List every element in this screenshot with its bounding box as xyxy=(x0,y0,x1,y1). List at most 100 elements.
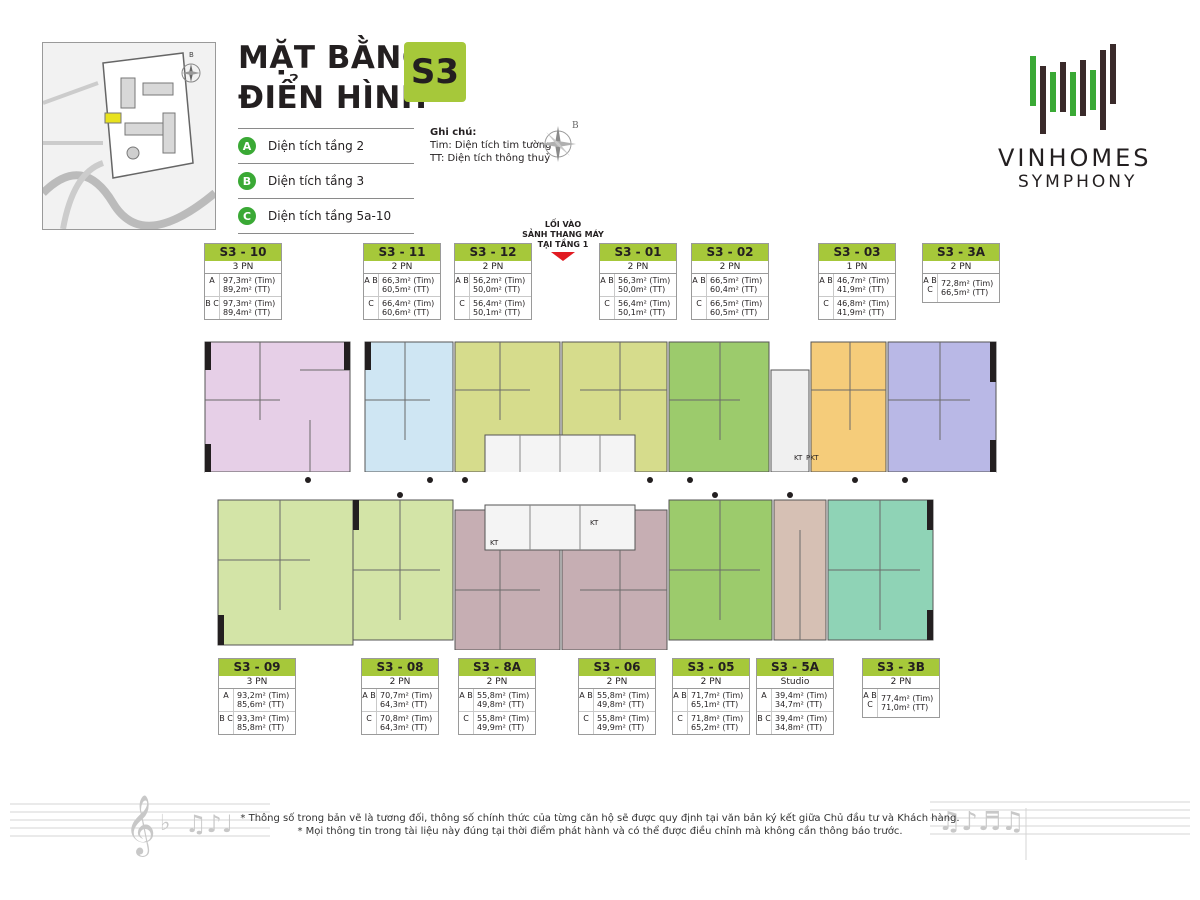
compass-label: B xyxy=(572,121,579,131)
area-tt: 49,9m² (TT) xyxy=(477,723,525,732)
area-tim: 70,7m² (Tim) xyxy=(380,691,433,700)
area-tt: 64,3m² (TT) xyxy=(380,700,428,709)
area-tt: 50,1m² (TT) xyxy=(473,308,521,317)
area-tt: 49,9m² (TT) xyxy=(597,723,645,732)
unit-id: S3 - 02 xyxy=(692,244,768,261)
music-staff-left-icon: 𝄞 ♭ ♫♪♩ xyxy=(0,780,270,860)
area-tt: 71,0m² (TT) xyxy=(881,703,929,712)
row-floors: A B xyxy=(459,689,474,711)
area-tim: 55,8m² (Tim) xyxy=(477,714,530,723)
row-floors: A B C xyxy=(923,274,938,302)
area-tt: 34,8m² (TT) xyxy=(775,723,823,732)
notes-line-1: Tim: Diện tích tim tường xyxy=(430,140,552,151)
area-tt: 50,1m² (TT) xyxy=(618,308,666,317)
area-tim: 55,8m² (Tim) xyxy=(477,691,530,700)
area-tim: 46,8m² (Tim) xyxy=(837,299,890,308)
site-map-thumbnail: B xyxy=(42,42,216,230)
area-tt: 65,1m² (TT) xyxy=(691,700,739,709)
plan-stair-top xyxy=(770,369,810,473)
site-map-compass-icon xyxy=(181,63,201,83)
row-floors: A B xyxy=(819,274,834,296)
area-tim: 93,3m² (Tim) xyxy=(237,714,290,723)
row-floors: C xyxy=(819,297,834,319)
core-label-pkt: PKT xyxy=(806,454,819,462)
row-floors: A B C xyxy=(863,689,878,717)
disclaimer-line-2: * Mọi thông tin trong tài liệu này đúng … xyxy=(297,826,903,837)
row-floors: A B xyxy=(364,274,379,296)
door-marker-icon xyxy=(462,477,468,483)
site-map-compass-label: B xyxy=(189,51,194,59)
area-tt: 64,3m² (TT) xyxy=(380,723,428,732)
page-title: MẶT BẰNG ĐIỂN HÌNH xyxy=(238,38,428,118)
legend-circle-icon: A xyxy=(238,137,256,155)
area-tt: 66,5m² (TT) xyxy=(941,288,989,297)
unit-id: S3 - 5A xyxy=(757,659,833,676)
unit-type: 2 PN xyxy=(364,261,440,274)
door-marker-icon xyxy=(687,477,693,483)
door-marker-icon xyxy=(712,492,718,498)
door-marker-icon xyxy=(427,477,433,483)
elevator-entrance-label: LỐI VÀO SẢNH THANG MÁY TẠI TẦNG 1 xyxy=(522,220,604,261)
disclaimer-line-1: * Thông số trong bản vẽ là tương đối, th… xyxy=(240,813,960,824)
plan-unit-s3-02 xyxy=(668,341,770,473)
legend-label: Diện tích tầng 5a-10 xyxy=(268,209,392,223)
row-floors: A B xyxy=(692,274,707,296)
area-tt: 85,6m² (TT) xyxy=(237,700,285,709)
area-tt: 60,6m² (TT) xyxy=(382,308,430,317)
area-tim: 56,4m² (Tim) xyxy=(618,299,671,308)
row-floors: A B xyxy=(673,689,688,711)
row-floors: B C xyxy=(219,712,234,734)
unit-id: S3 - 8A xyxy=(459,659,535,676)
row-floors: C xyxy=(362,712,377,734)
legend-circle-icon: B xyxy=(238,172,256,190)
area-tt: 89,2m² (TT) xyxy=(223,285,271,294)
unit-type: 2 PN xyxy=(923,261,999,274)
title-line-1: MẶT BẰNG xyxy=(238,40,428,76)
row-floors: C xyxy=(673,712,688,734)
row-floors: A B xyxy=(600,274,615,296)
area-tim: 56,4m² (Tim) xyxy=(473,299,526,308)
area-tt: 49,8m² (TT) xyxy=(597,700,645,709)
plan-unit-s3-3a xyxy=(887,341,997,473)
disclaimer: * Thông số trong bản vẽ là tương đối, th… xyxy=(240,812,960,838)
area-tim: 77,4m² (Tim) xyxy=(881,694,934,703)
plan-unit-s3-10 xyxy=(204,341,351,473)
plan-unit-s3-09 xyxy=(217,499,354,646)
area-tim: 66,3m² (Tim) xyxy=(382,276,435,285)
unit-type: 1 PN xyxy=(819,261,895,274)
area-tt: 34,7m² (TT) xyxy=(775,700,823,709)
area-tt: 49,8m² (TT) xyxy=(477,700,525,709)
row-floors: A xyxy=(757,689,772,711)
entrance-line-1: LỐI VÀO xyxy=(544,220,582,229)
unit-id: S3 - 09 xyxy=(219,659,295,676)
area-tt: 50,0m² (TT) xyxy=(473,285,521,294)
plan-corridor xyxy=(205,472,996,500)
unit-type: 2 PN xyxy=(362,676,438,689)
legend-label: Diện tích tầng 3 xyxy=(268,174,365,188)
area-tt: 60,5m² (TT) xyxy=(710,308,758,317)
area-tt: 50,0m² (TT) xyxy=(618,285,666,294)
